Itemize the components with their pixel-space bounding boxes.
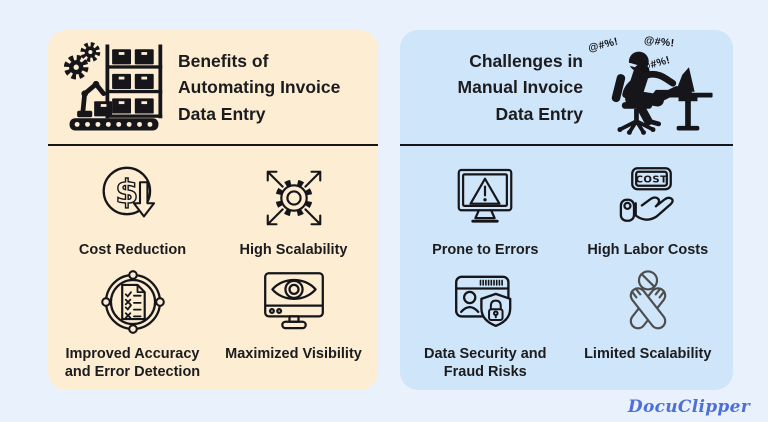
monitor-eye-icon: [258, 265, 330, 339]
challenge-label: Data Security and Fraud Risks: [424, 345, 547, 381]
benefits-title-line: Benefits of: [178, 51, 269, 72]
card-shield-lock-icon: [449, 265, 521, 339]
challenges-title-line: Data Entry: [495, 103, 583, 124]
benefit-item-high-scalability: High Scalability: [213, 158, 374, 262]
monitor-warning-icon: [450, 161, 520, 235]
challenges-panel: Challenges in Manual Invoice Data Entry …: [400, 30, 733, 390]
cost-tag-text: COST: [635, 175, 667, 186]
benefits-title-line: Automating Invoice: [178, 77, 341, 98]
challenges-header: Challenges in Manual Invoice Data Entry …: [400, 30, 733, 145]
challenge-item-data-security: Data Security and Fraud Risks: [404, 262, 567, 382]
benefit-label: Cost Reduction: [78, 242, 187, 258]
challenge-item-prone-to-errors: Prone to Errors: [404, 158, 567, 262]
hand-cost-tag-icon: COST: [613, 161, 683, 235]
target-checklist-icon: [97, 265, 169, 339]
benefit-label: High Scalability: [239, 242, 348, 258]
benefits-panel: Benefits of Automating Invoice Data Entr…: [48, 30, 378, 390]
benefit-item-maximized-visibility: Maximized Visibility: [213, 262, 374, 382]
challenges-title-line: Challenges in: [469, 51, 583, 72]
challenge-label: High Labor Costs: [587, 242, 709, 258]
challenges-title: Challenges in Manual Invoice Data Entry: [458, 48, 583, 127]
benefits-grid: $ Cost Reduction: [48, 156, 378, 382]
robot-arm-warehouse-icon: [62, 39, 166, 137]
challenge-label: Prone to Errors: [432, 242, 539, 258]
docuclipper-logo: DocuClipper: [627, 397, 750, 417]
frustrated-worker-icon: @#%! @#%! @#%!: [587, 33, 719, 140]
challenges-grid: Prone to Errors COST: [400, 156, 733, 382]
benefit-item-cost-reduction: $ Cost Reduction: [52, 158, 213, 262]
benefits-divider: [48, 144, 378, 146]
crossed-hands-prohibit-icon: [612, 265, 684, 339]
benefit-label: Improved Accuracy and Error Detection: [64, 345, 201, 381]
challenge-label: Limited Scalability: [584, 345, 712, 362]
benefit-item-improved-accuracy: Improved Accuracy and Error Detection: [52, 262, 213, 382]
dollar-down-arrow-icon: $: [98, 161, 168, 235]
swear-bubble: @#%!: [643, 33, 676, 50]
benefits-title-line: Data Entry: [178, 103, 266, 124]
challenges-title-line: Manual Invoice: [457, 77, 583, 98]
challenge-item-limited-scalability: Limited Scalability: [567, 262, 730, 382]
gear-expand-arrows-icon: [259, 161, 329, 235]
benefit-label: Maximized Visibility: [225, 345, 362, 362]
challenge-item-high-labor-costs: COST High Labor Costs: [567, 158, 730, 262]
benefits-title: Benefits of Automating Invoice Data Entr…: [178, 48, 340, 127]
benefits-header: Benefits of Automating Invoice Data Entr…: [48, 30, 378, 145]
challenges-divider: [400, 144, 733, 146]
